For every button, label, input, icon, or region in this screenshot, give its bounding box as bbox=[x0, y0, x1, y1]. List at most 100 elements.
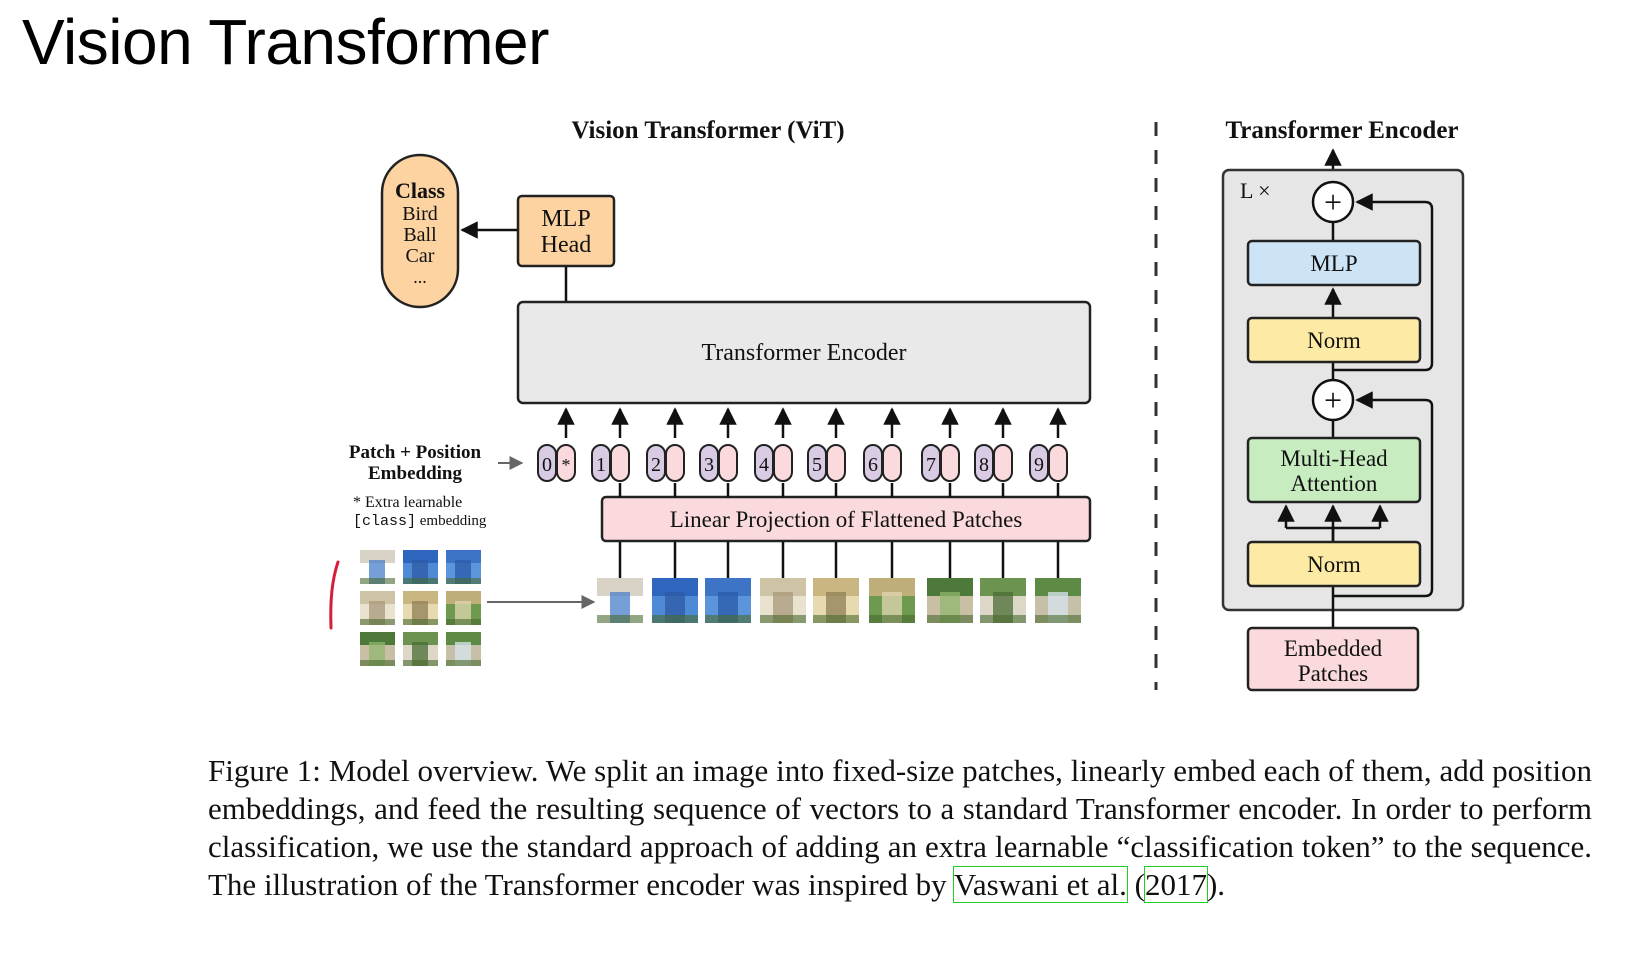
patch-embedding-label: Embedding bbox=[368, 463, 462, 484]
class-token-marker: * bbox=[562, 455, 571, 475]
citation-link-author[interactable]: Vaswani et al. bbox=[952, 866, 1128, 903]
mha-label: Multi-Head bbox=[1280, 446, 1388, 471]
figure-caption: Figure 1: Model overview. We split an im… bbox=[208, 752, 1592, 904]
embedding-token: 3 bbox=[699, 407, 738, 482]
patch-embedding-pill bbox=[1048, 444, 1068, 482]
embedding-token: 4 bbox=[754, 407, 793, 482]
embedded-patches-box: Embedded Patches bbox=[1246, 626, 1420, 692]
extra-learnable-note: * Extra learnable bbox=[353, 494, 462, 511]
residual-add-bottom: + bbox=[1311, 378, 1355, 422]
linear-projection-label: Linear Projection of Flattened Patches bbox=[670, 507, 1023, 532]
position-index: 8 bbox=[979, 454, 989, 476]
patch-embedding-pill bbox=[610, 444, 630, 482]
class-heading: Class bbox=[395, 178, 446, 203]
patch-lines bbox=[618, 483, 1060, 578]
mha-label: Attention bbox=[1291, 471, 1378, 496]
embedding-token: 7 bbox=[921, 407, 960, 482]
flattened-patch bbox=[813, 578, 859, 623]
mlp-head-box: MLP Head bbox=[516, 194, 616, 268]
grid-image-patch bbox=[403, 591, 438, 625]
caption-text: Figure 1: Model overview. We split an im… bbox=[208, 753, 1592, 902]
flattened-patch bbox=[927, 578, 973, 623]
embedding-token: 0* bbox=[537, 407, 576, 482]
linear-projection-box: Linear Projection of Flattened Patches bbox=[600, 495, 1092, 543]
patch-embedding-pill bbox=[940, 444, 960, 482]
embedding-token: 6 bbox=[863, 407, 902, 482]
embedding-token: 9 bbox=[1029, 407, 1068, 482]
transformer-encoder-label: Transformer Encoder bbox=[701, 340, 906, 366]
position-index: 3 bbox=[704, 454, 714, 476]
grid-image-patch bbox=[360, 632, 395, 666]
grid-image-patch bbox=[446, 550, 481, 584]
patch-embedding-pill bbox=[882, 444, 902, 482]
multi-head-attention-box: Multi-Head Attention bbox=[1246, 436, 1422, 504]
flattened-patch bbox=[869, 578, 915, 623]
flattened-patch bbox=[760, 578, 806, 623]
grid-image-patch bbox=[360, 550, 395, 584]
patch-embedding-pill bbox=[993, 444, 1013, 482]
patch-embedding-pill bbox=[826, 444, 846, 482]
class-embedding-note: [class] embedding bbox=[353, 513, 487, 530]
flattened-patch bbox=[1035, 578, 1081, 623]
flattened-patch bbox=[597, 578, 643, 623]
norm-bottom-label: Norm bbox=[1307, 552, 1361, 577]
repeat-label: L × bbox=[1240, 178, 1271, 203]
class-item: Bird bbox=[402, 203, 438, 225]
slide-title: Vision Transformer bbox=[22, 6, 549, 78]
patch-embedding-pill bbox=[665, 444, 685, 482]
grid-image-patch bbox=[446, 591, 481, 625]
position-index: 9 bbox=[1034, 454, 1044, 476]
embedded-patches-label: Patches bbox=[1298, 661, 1368, 686]
grid-image-patch bbox=[360, 591, 395, 625]
transformer-encoder-box: Transformer Encoder bbox=[516, 300, 1092, 405]
plus-sign: + bbox=[1324, 184, 1342, 220]
position-index: 6 bbox=[868, 454, 878, 476]
position-index: 5 bbox=[812, 454, 822, 476]
position-index: 4 bbox=[759, 454, 769, 476]
caption-cite-close: ). bbox=[1206, 867, 1226, 902]
embedding-token: 5 bbox=[807, 407, 846, 482]
patch-embedding-label: Patch + Position bbox=[349, 442, 482, 463]
position-index: 0 bbox=[542, 454, 552, 476]
patch-embedding-pill bbox=[556, 444, 576, 482]
skip-connection-top bbox=[1333, 193, 1434, 372]
position-index: 1 bbox=[596, 454, 606, 476]
residual-add-top: + bbox=[1311, 180, 1355, 224]
caption-cite-open: ( bbox=[1126, 867, 1145, 902]
flattened-patches bbox=[597, 578, 1081, 623]
embedding-token: 1 bbox=[591, 407, 630, 482]
norm-bottom-box: Norm bbox=[1246, 540, 1422, 588]
citation-link-year[interactable]: 2017 bbox=[1143, 866, 1208, 903]
red-pen-stroke bbox=[329, 560, 340, 630]
class-item: Car bbox=[406, 245, 435, 267]
flattened-patch bbox=[652, 578, 698, 623]
position-index: 2 bbox=[651, 454, 661, 476]
embedding-token: 8 bbox=[974, 407, 1013, 482]
image-patch-grid bbox=[360, 550, 481, 666]
flattened-patch bbox=[980, 578, 1026, 623]
patch-embedding-pill bbox=[718, 444, 738, 482]
grid-image-patch bbox=[403, 550, 438, 584]
vit-title: Vision Transformer (ViT) bbox=[571, 117, 844, 144]
plus-sign: + bbox=[1324, 382, 1342, 418]
norm-top-box: Norm bbox=[1246, 316, 1422, 364]
embedded-patches-label: Embedded bbox=[1284, 636, 1383, 661]
grid-image-patch bbox=[403, 632, 438, 666]
mlp-head-line: Head bbox=[541, 232, 592, 258]
flattened-patch bbox=[705, 578, 751, 623]
class-output-box: Class Bird Ball Car ... bbox=[380, 153, 460, 309]
mlp-label: MLP bbox=[1310, 251, 1357, 276]
embedding-token: 2 bbox=[646, 407, 685, 482]
grid-image-patch bbox=[446, 632, 481, 666]
position-index: 7 bbox=[926, 454, 936, 476]
skip-connection-bottom bbox=[1333, 391, 1434, 598]
class-item: ... bbox=[413, 267, 427, 287]
norm-top-label: Norm bbox=[1307, 328, 1361, 353]
encoder-block-title: Transformer Encoder bbox=[1225, 117, 1458, 144]
mlp-head-line: MLP bbox=[541, 206, 590, 232]
mlp-box: MLP bbox=[1246, 239, 1422, 287]
class-item: Ball bbox=[403, 224, 437, 246]
patch-embedding-pill bbox=[773, 444, 793, 482]
